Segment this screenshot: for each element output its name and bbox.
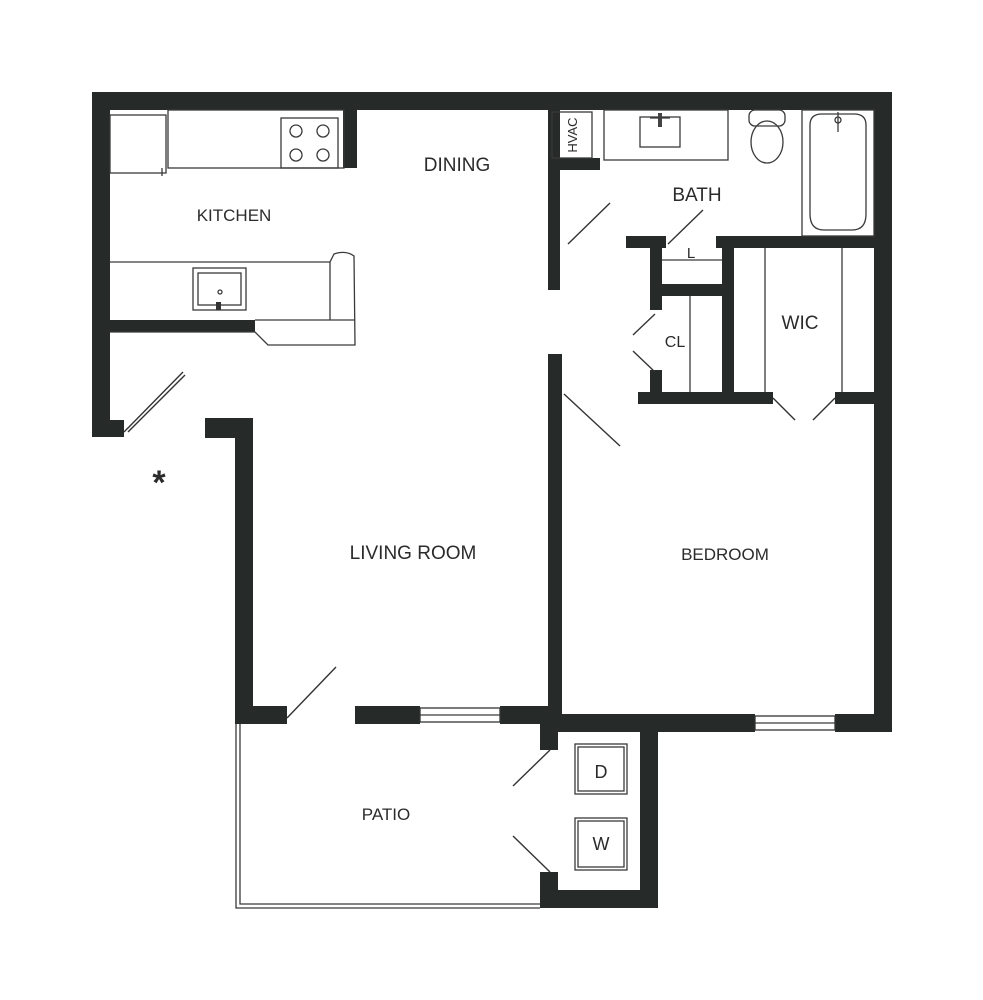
label-closet: CL bbox=[665, 334, 686, 351]
kitchen-island bbox=[110, 251, 356, 346]
wic-door-right bbox=[812, 397, 836, 421]
toilet-icon bbox=[748, 109, 786, 164]
room-labels: KITCHEN DINING BATH HVAC L CL WIC LIVING… bbox=[152, 117, 818, 854]
entry-door bbox=[123, 371, 184, 433]
dryer bbox=[574, 743, 628, 795]
wic-door-left bbox=[772, 397, 796, 421]
bath-door bbox=[567, 202, 611, 245]
linen-door bbox=[667, 209, 704, 245]
label-dryer: D bbox=[595, 762, 608, 782]
patio-door bbox=[286, 666, 337, 719]
closet-door-bottom bbox=[632, 350, 656, 373]
stove-icon bbox=[280, 117, 339, 169]
bedroom-door bbox=[563, 393, 621, 447]
closet-door-top bbox=[632, 313, 656, 336]
refrigerator bbox=[109, 114, 167, 174]
label-living-room: LIVING ROOM bbox=[350, 543, 477, 564]
kitchen-fixtures bbox=[109, 109, 356, 346]
upper-counter bbox=[167, 109, 345, 169]
label-kitchen: KITCHEN bbox=[197, 206, 272, 225]
doors bbox=[123, 202, 836, 873]
vanity bbox=[603, 109, 729, 161]
kitchen-sink-icon bbox=[192, 267, 247, 311]
windows bbox=[419, 707, 836, 731]
label-washer: W bbox=[593, 834, 610, 854]
label-hvac: HVAC bbox=[565, 117, 580, 152]
washer bbox=[574, 817, 628, 871]
bath-fixtures bbox=[551, 109, 875, 237]
entry-marker: * bbox=[152, 464, 166, 502]
bathtub-icon bbox=[801, 109, 875, 237]
bath-sink-icon bbox=[639, 113, 681, 148]
label-patio: PATIO bbox=[362, 805, 411, 824]
laundry-door-bottom bbox=[512, 835, 551, 873]
label-bath: BATH bbox=[672, 185, 721, 206]
closet-fixtures bbox=[662, 248, 843, 392]
laundry-door-top bbox=[512, 749, 551, 787]
walls bbox=[92, 92, 892, 908]
hvac-closet bbox=[551, 111, 593, 159]
label-dining: DINING bbox=[424, 155, 491, 176]
patio-outline bbox=[235, 724, 540, 909]
label-wic: WIC bbox=[782, 313, 819, 334]
label-linen: L bbox=[687, 245, 695, 262]
label-bedroom: BEDROOM bbox=[681, 545, 769, 564]
